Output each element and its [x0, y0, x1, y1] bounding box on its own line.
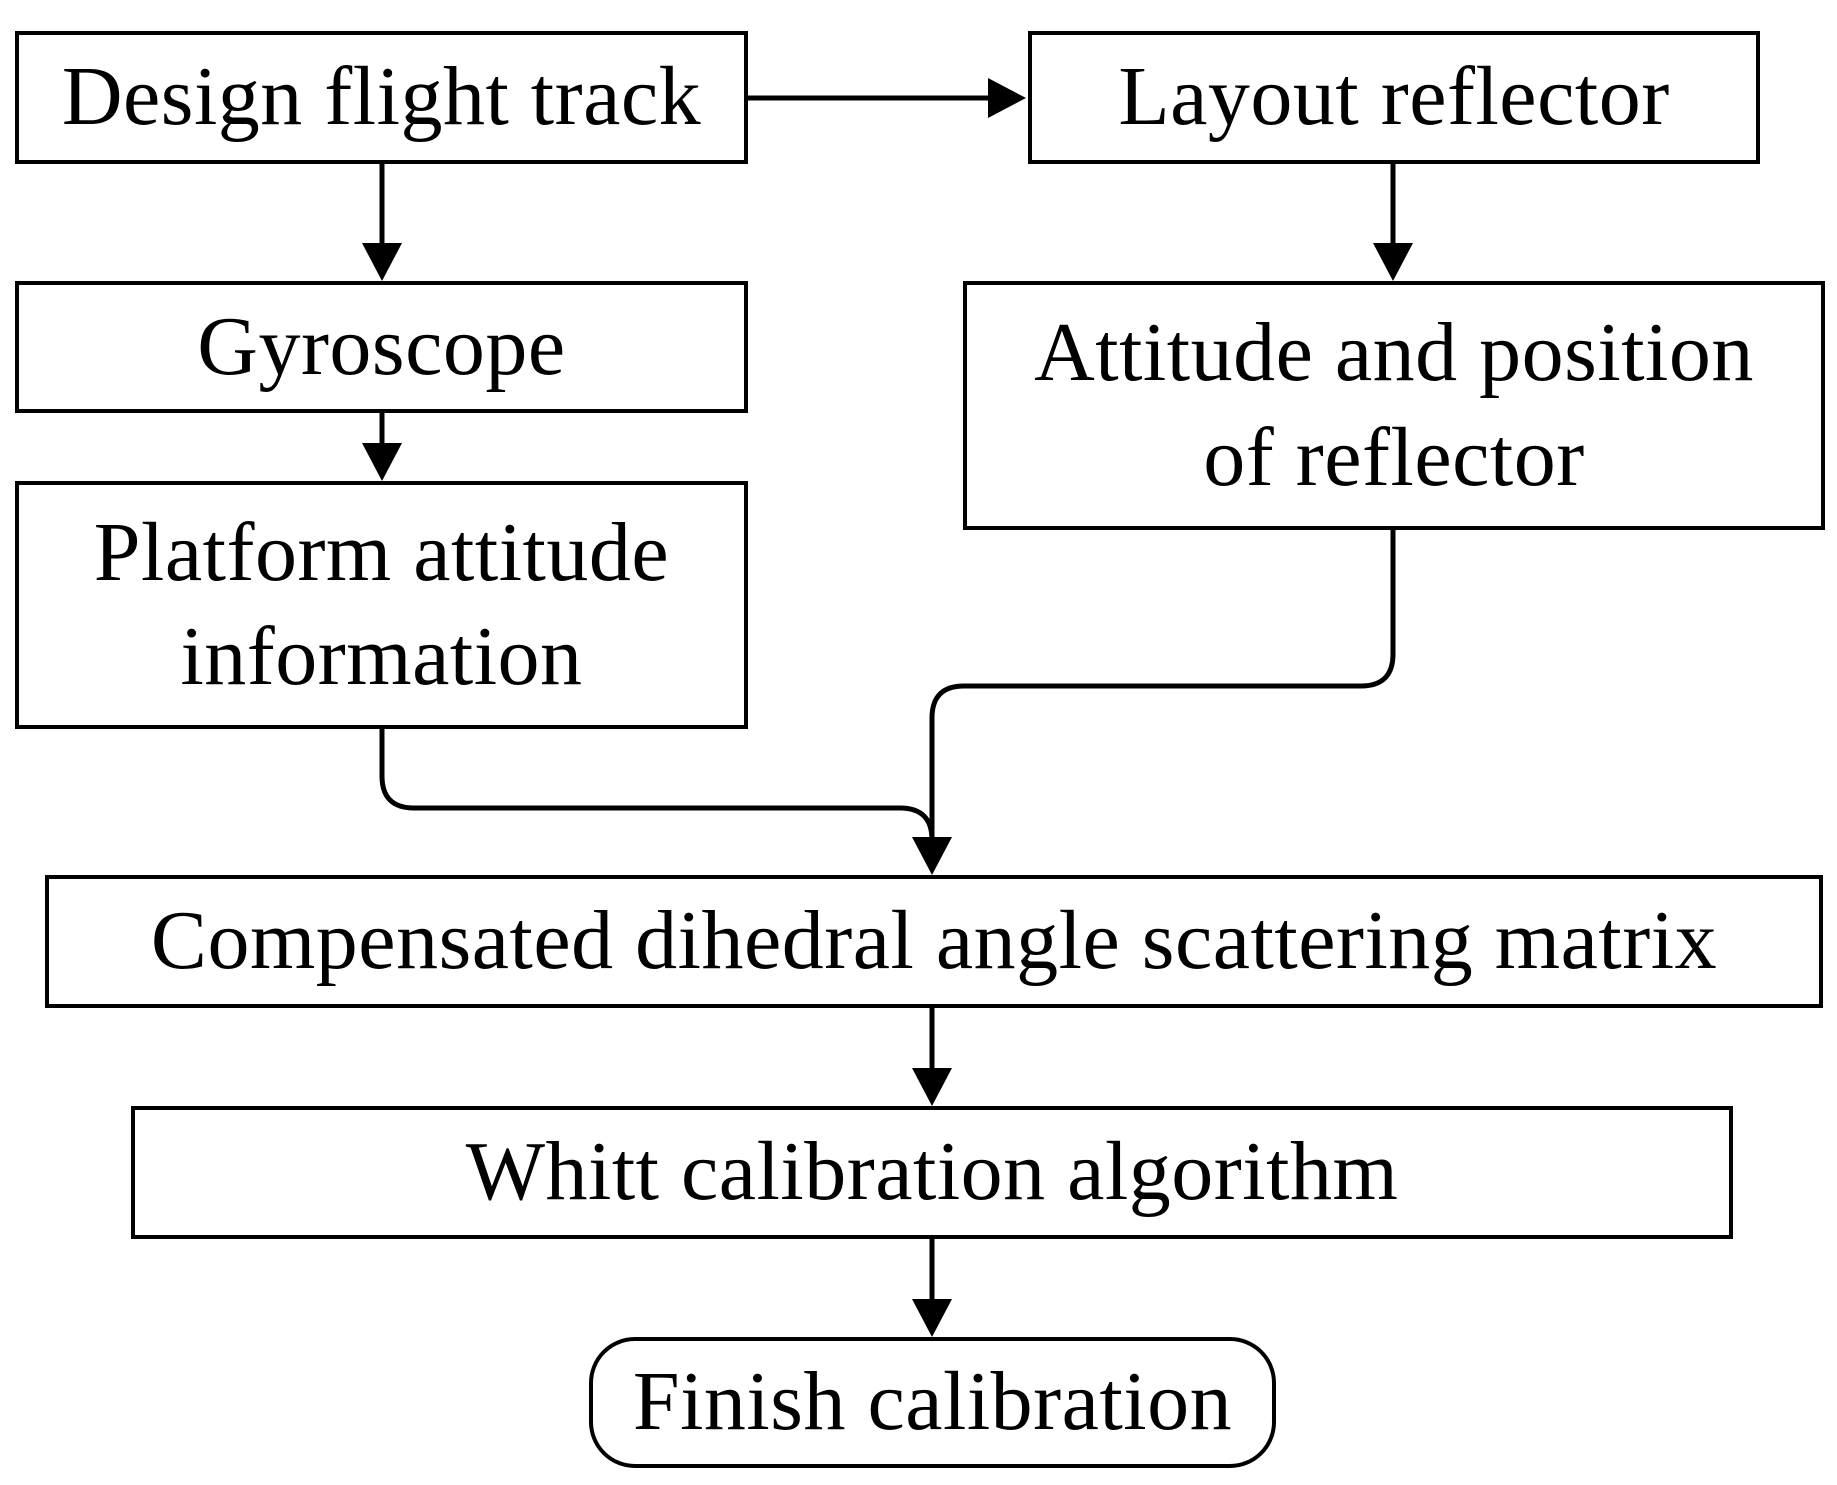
platform-attitude-box: Platform attitude information [15, 481, 748, 729]
platform-attitude-label-line1: Platform attitude [93, 505, 670, 599]
arrow-merge-to-compensated [912, 837, 952, 875]
gyroscope-label: Gyroscope [197, 299, 566, 393]
design-flight-track-label: Design flight track [61, 50, 702, 144]
arrow-layout-to-attitude [1373, 164, 1413, 281]
arrow-gyroscope-to-platform [362, 413, 402, 481]
compensated-matrix-box: Compensated dihedral angle scattering ma… [45, 875, 1823, 1008]
arrow-whitt-to-finish [912, 1239, 952, 1337]
arrow-compensated-to-whitt [912, 1008, 952, 1106]
attitude-position-label-line2: of reflector [1203, 410, 1585, 504]
arrow-design-to-gyroscope [362, 164, 402, 281]
whitt-algorithm-label: Whitt calibration algorithm [465, 1125, 1399, 1219]
connector-attitude-to-merge [929, 530, 1396, 840]
platform-attitude-label-line2: information [180, 610, 583, 703]
arrow-design-to-layout [748, 78, 1026, 118]
attitude-position-label-line1: Attitude and position [1034, 306, 1754, 400]
gyroscope-box: Gyroscope [15, 281, 748, 413]
finish-calibration-box: Finish calibration [589, 1337, 1276, 1468]
connector-platform-to-merge [379, 729, 935, 856]
attitude-position-box: Attitude and position of reflector [963, 281, 1825, 530]
design-flight-track-box: Design flight track [15, 31, 748, 164]
whitt-algorithm-box: Whitt calibration algorithm [131, 1106, 1733, 1239]
finish-calibration-label: Finish calibration [632, 1355, 1233, 1449]
layout-reflector-label: Layout reflector [1118, 50, 1670, 144]
compensated-matrix-label: Compensated dihedral angle scattering ma… [150, 894, 1718, 988]
layout-reflector-box: Layout reflector [1028, 31, 1760, 164]
